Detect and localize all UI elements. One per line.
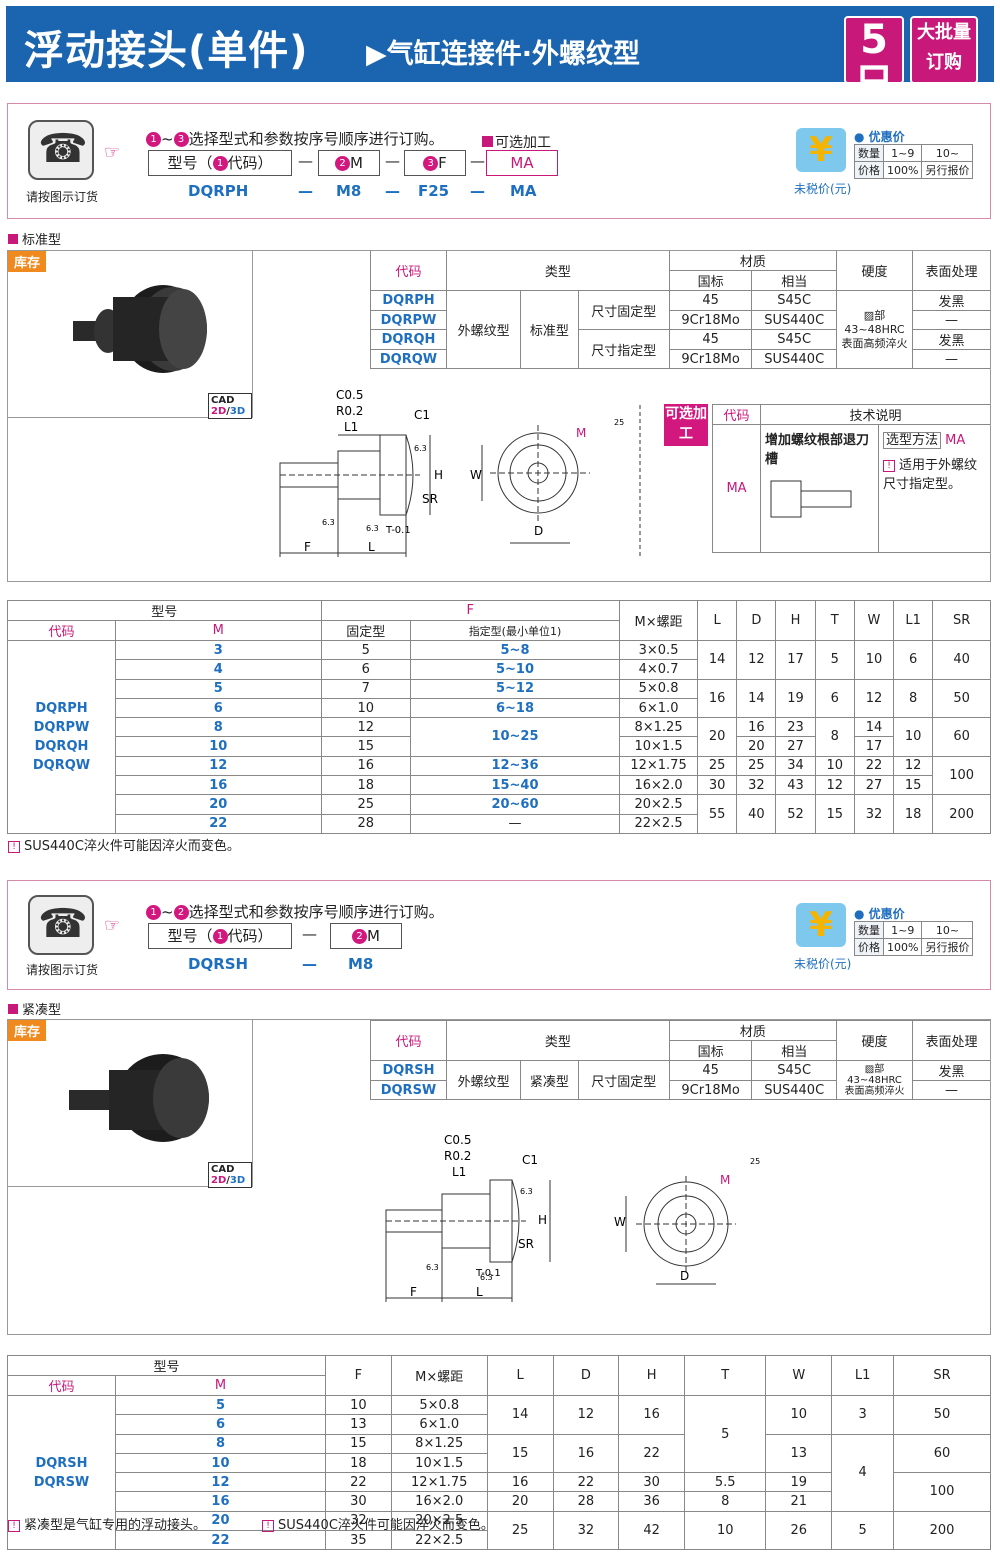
- option-drawing: [770, 480, 852, 518]
- knob-image: [69, 1054, 209, 1142]
- section-compact-title: 紧凑型: [8, 999, 61, 1018]
- example-type: DQRPH: [188, 182, 249, 200]
- label-l1: L1: [344, 420, 358, 434]
- roughness-label: 6.3: [520, 1187, 533, 1196]
- page-subtitle: ▶气缸连接件·外螺纹型: [366, 39, 641, 70]
- example-m: M8: [336, 182, 362, 200]
- example-ma: MA: [510, 182, 537, 200]
- optional-processing-badge: 可选加工: [664, 404, 708, 446]
- example-m: M8: [348, 955, 374, 973]
- label-f: F: [304, 540, 311, 554]
- example-type: DQRSH: [188, 955, 249, 973]
- roughness-label: 6.3: [414, 444, 427, 453]
- note-sus440c: !SUS440C淬火件可能因淬火而变色。: [262, 1514, 494, 1533]
- label-d: D: [534, 524, 543, 538]
- label-c05: C0.5: [336, 388, 363, 402]
- label-h: H: [538, 1213, 547, 1227]
- example-f: F25: [418, 182, 450, 200]
- five-day-badge: 5日 发货: [844, 16, 904, 125]
- label-c1: C1: [522, 1153, 538, 1167]
- knob-image: [73, 285, 207, 373]
- spec-table-compact: 代码 类型 材质 硬度 表面处理 国标相当 DQRSH 外螺纹型 紧凑型 尺寸固…: [370, 1020, 991, 1100]
- label-l: L: [368, 540, 375, 554]
- example-dash: —: [385, 182, 400, 200]
- phone-label: 请按图示订货: [26, 963, 99, 977]
- label-m: M: [576, 426, 586, 440]
- price-label: ● 优惠价: [854, 130, 905, 144]
- label-d: D: [680, 1269, 689, 1283]
- label-w: W: [614, 1215, 626, 1229]
- label-r02: R0.2: [444, 1149, 471, 1163]
- optional-label: 可选加工: [482, 132, 551, 152]
- technical-drawing-standard: C0.5 R0.2 L1 C1 H SR F L T-0.1 W D M 6.3…: [279, 388, 641, 557]
- label-c1: C1: [414, 408, 430, 422]
- dash-3: —: [470, 152, 485, 170]
- section-standard-title: 标准型: [8, 229, 61, 248]
- page-header: 浮动接头(单件) ▶气缸连接件·外螺纹型 5日 发货 大批量 订购: [6, 6, 994, 125]
- label-l: L: [476, 1285, 483, 1299]
- example-dash: —: [470, 182, 485, 200]
- page-title: 浮动接头(单件): [24, 28, 309, 74]
- example-dash: —: [302, 955, 317, 973]
- phone-24h-icon: ☎: [28, 120, 94, 180]
- label-h: H: [434, 468, 443, 482]
- price-label: ● 优惠价: [854, 907, 905, 921]
- product-photo-standard: 库存 CAD 2D/3D: [7, 250, 253, 419]
- label-t: T-0.1: [385, 525, 411, 536]
- label-t: T-0.1: [475, 1268, 501, 1279]
- dash-1: —: [302, 925, 317, 943]
- roughness-label: 25: [614, 418, 624, 427]
- untaxed-label: 未税价(元): [794, 957, 852, 971]
- label-sr: SR: [422, 492, 438, 506]
- pointing-hand-icon: ☞: [104, 915, 121, 936]
- note-compact: !紧凑型是气缸专用的浮动接头。: [8, 1514, 206, 1533]
- spec-table-standard: 代码 类型 材质 硬度 表面处理 国标相当 DQRPH 外螺纹型 标准型 尺寸固…: [370, 250, 991, 369]
- label-r02: R0.2: [336, 404, 363, 418]
- yen-icon: ¥: [796, 903, 846, 947]
- untaxed-label: 未税价(元): [794, 182, 852, 196]
- label-l1: L1: [452, 1165, 466, 1179]
- label-c05: C0.5: [444, 1133, 471, 1147]
- example-dash: —: [298, 182, 313, 200]
- option-table: 代码技术说明 MA 增加螺纹根部退刀槽 选型方法 MA !适用于外螺纹尺寸指定型…: [712, 404, 991, 553]
- ma-field: MA: [486, 150, 558, 176]
- dash-1: —: [298, 152, 313, 170]
- technical-drawing-compact: C0.5 R0.2 L1 C1 H SR F L T-0.1 W D M 6.3…: [385, 1133, 760, 1302]
- label-sr: SR: [518, 1237, 534, 1251]
- roughness-label: 6.3: [322, 518, 335, 527]
- label-f: F: [410, 1285, 417, 1299]
- label-m: M: [720, 1173, 730, 1187]
- roughness-label: 25: [750, 1157, 760, 1166]
- yen-icon: ¥: [796, 128, 846, 172]
- cad-badge[interactable]: CAD 2D/3D: [208, 1162, 252, 1188]
- phone-24h-icon: ☎: [28, 895, 94, 955]
- dash-2: —: [385, 152, 400, 170]
- bulk-order-badge: 大批量 订购: [910, 16, 978, 84]
- note-sus440c: !SUS440C淬火件可能因淬火而变色。: [8, 835, 240, 854]
- cad-badge[interactable]: CAD 2D/3D: [208, 393, 252, 419]
- stock-badge: 库存: [8, 1020, 47, 1041]
- stock-badge: 库存: [8, 251, 47, 272]
- roughness-label: 6.3: [426, 1263, 439, 1272]
- product-photo-compact: 库存 CAD 2D/3D: [7, 1019, 253, 1188]
- phone-label: 请按图示订货: [26, 190, 99, 204]
- roughness-label: 6.3: [366, 524, 379, 533]
- roughness-label: 6.3: [480, 1273, 493, 1282]
- label-w: W: [470, 468, 482, 482]
- pointing-hand-icon: ☞: [104, 142, 121, 163]
